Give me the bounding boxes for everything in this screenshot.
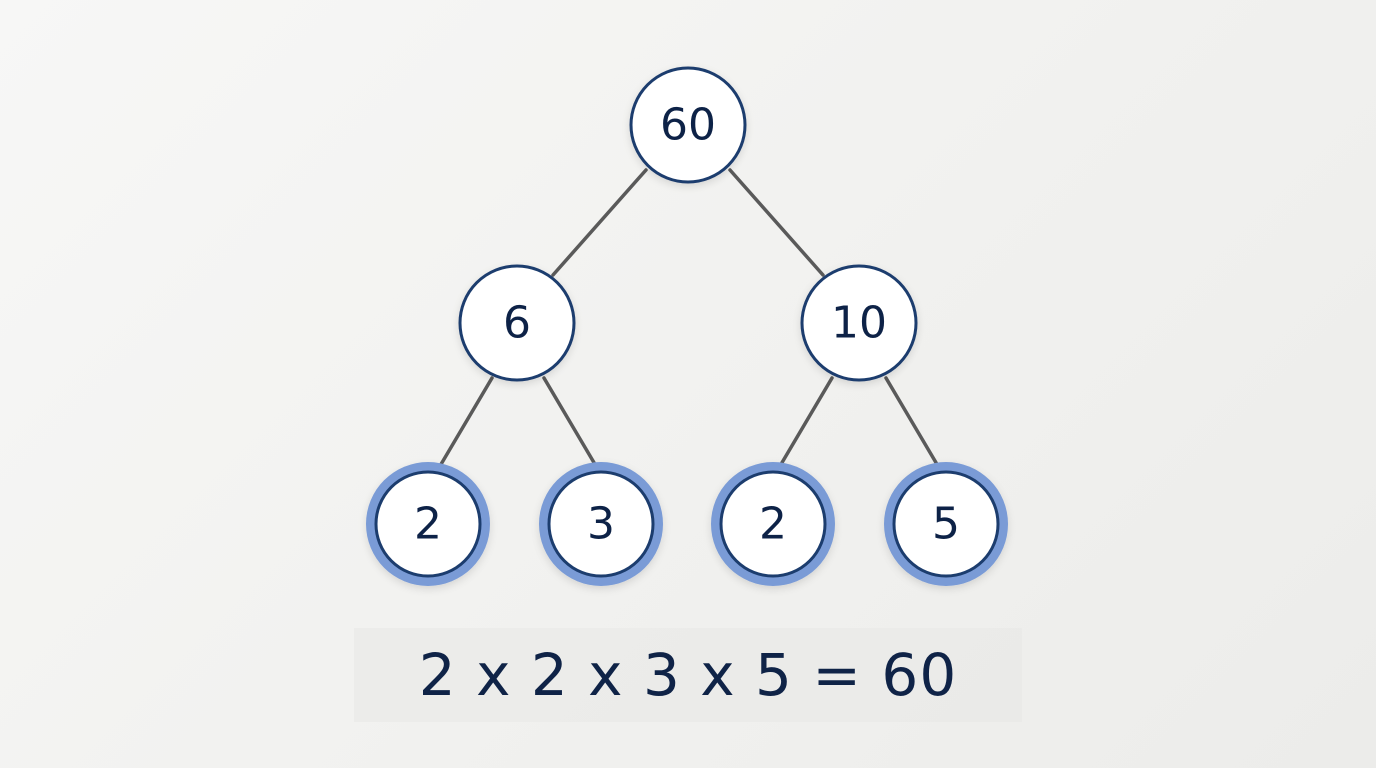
root-node-label: 60 [660, 100, 716, 151]
factor-node-6-label: 6 [503, 298, 531, 349]
factor-node-10: 10 [800, 264, 918, 382]
edge-6-3 [542, 376, 598, 468]
equation-text: 2 x 2 x 3 x 5 = 60 [418, 641, 958, 709]
factor-node-10-label: 10 [831, 298, 887, 349]
edge-60-10 [728, 168, 825, 277]
prime-leaf-2a: 2 [366, 462, 490, 586]
prime-leaf-2a-label: 2 [414, 499, 442, 550]
equation-panel: 2 x 2 x 3 x 5 = 60 [354, 628, 1022, 722]
prime-leaf-2b: 2 [711, 462, 835, 586]
prime-leaf-3-label: 3 [587, 499, 615, 550]
prime-leaf-2b-label: 2 [759, 499, 787, 550]
edge-10-5 [884, 376, 940, 468]
root-node: 60 [629, 66, 747, 184]
edge-6-2 [438, 376, 494, 468]
prime-leaf-5: 5 [884, 462, 1008, 586]
prime-leaf-5-label: 5 [932, 499, 960, 550]
factor-node-6: 6 [458, 264, 576, 382]
prime-leaf-3: 3 [539, 462, 663, 586]
edge-60-6 [551, 168, 648, 277]
edge-10-2 [778, 376, 834, 468]
